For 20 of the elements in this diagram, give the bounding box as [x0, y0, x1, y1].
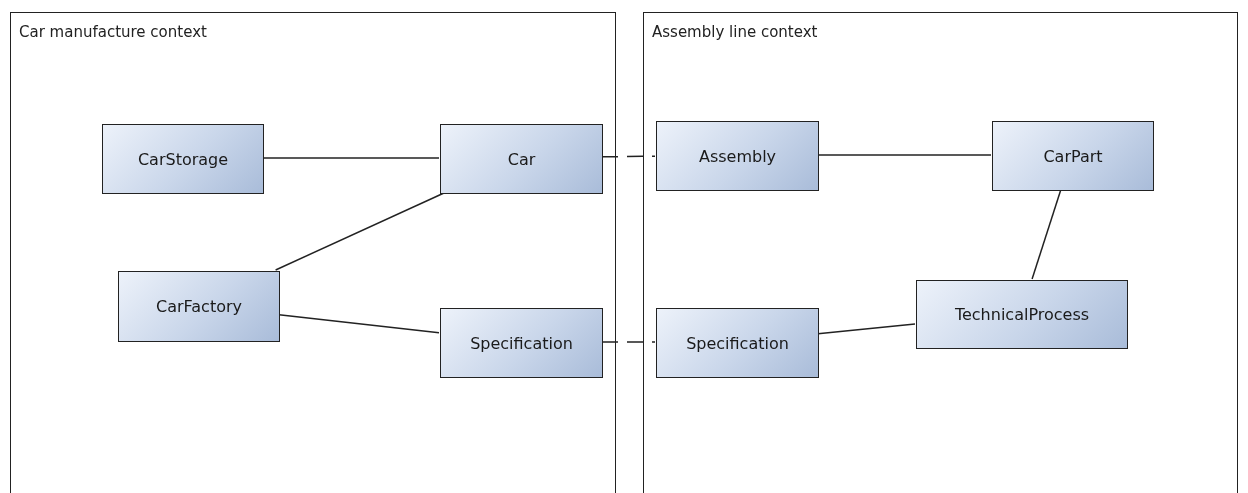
entity-box: Assembly — [656, 121, 819, 191]
context-boundary — [10, 12, 616, 493]
entity-box: Specification — [656, 308, 819, 378]
dashed-connector — [601, 341, 656, 343]
context-title: Assembly line context — [652, 23, 818, 41]
connector-line — [274, 192, 445, 271]
dashed-connector — [601, 155, 656, 158]
entity-box: CarStorage — [102, 124, 264, 194]
connector-line — [262, 157, 440, 159]
entity-box: Specification — [440, 308, 603, 378]
connector-line — [278, 313, 440, 334]
connector-line — [817, 154, 992, 156]
connector-line — [817, 323, 916, 335]
context-boundary — [643, 12, 1238, 493]
entity-box: Car — [440, 124, 603, 194]
entity-box: CarPart — [992, 121, 1154, 191]
entity-box: CarFactory — [118, 271, 280, 342]
context-title: Car manufacture context — [19, 23, 207, 41]
connector-line — [1031, 189, 1062, 280]
entity-box: TechnicalProcess — [916, 280, 1128, 349]
